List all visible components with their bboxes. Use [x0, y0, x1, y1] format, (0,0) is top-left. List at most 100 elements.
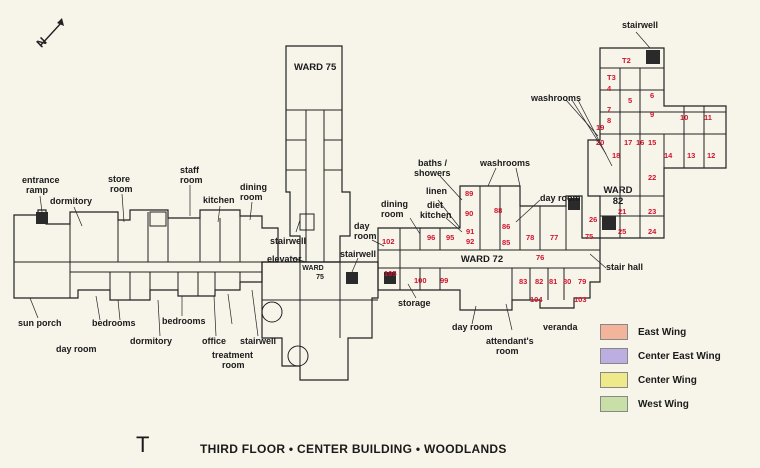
label-day-room-ce-bottom: day room — [452, 322, 493, 332]
east-wing-outline — [587, 47, 727, 239]
room-104: 104 — [530, 295, 543, 304]
center-wing-south-outline — [261, 261, 379, 381]
label-stairwell-east: stairwell — [622, 20, 658, 30]
room-90: 90 — [465, 209, 473, 218]
room-75: 75 — [585, 232, 593, 241]
label-sun-porch: sun porch — [18, 318, 62, 328]
label-diet-kitchen-2: kitchen — [420, 210, 452, 220]
label-stairwell-center2: stairwell — [340, 249, 376, 259]
label-elevator: elevator — [267, 254, 302, 264]
room-17: 17 — [624, 138, 632, 147]
label-day-room-center-2: room — [354, 231, 377, 241]
label-bedrooms-2: bedrooms — [162, 316, 206, 326]
legend-label-center-east: Center East Wing — [638, 350, 721, 362]
room-10: 10 — [680, 113, 688, 122]
label-day-room-ce: day room — [540, 193, 581, 203]
room-77: 77 — [550, 233, 558, 242]
label-stairwell-bottom: stairwell — [240, 336, 276, 346]
annotation-labels: entrance ramp dormitory store room staff… — [18, 20, 658, 370]
room-99: 99 — [440, 276, 448, 285]
room-79: 79 — [578, 277, 586, 286]
legend-swatch-east — [600, 324, 628, 340]
label-diet-kitchen-1: diet — [427, 200, 443, 210]
room-26: 26 — [589, 215, 597, 224]
label-treatment-room-2: room — [222, 360, 245, 370]
legend-item-center-east-wing: Center East Wing — [600, 344, 721, 368]
room-91: 91 — [466, 227, 474, 236]
label-attendants-room-2: room — [496, 346, 519, 356]
label-staff-room-2: room — [180, 175, 203, 185]
label-treatment-room-1: treatment — [212, 350, 253, 360]
label-veranda: veranda — [543, 322, 579, 332]
label-entrance-ramp-1: entrance — [22, 175, 60, 185]
room-15: 15 — [648, 138, 656, 147]
room-83: 83 — [519, 277, 527, 286]
room-21: 21 — [618, 207, 626, 216]
label-store-room-1: store — [108, 174, 130, 184]
label-staff-room-1: staff — [180, 165, 200, 175]
label-dining-room-ce-1: dining — [381, 199, 408, 209]
label-dining-room-west-1: dining — [240, 182, 267, 192]
room-76: 76 — [536, 253, 544, 262]
ward-82-label-line2: 82 — [613, 196, 624, 207]
legend-label-west: West Wing — [638, 398, 689, 410]
label-kitchen-west: kitchen — [203, 195, 235, 205]
legend-item-east-wing: East Wing — [600, 320, 721, 344]
north-label: N — [34, 34, 50, 50]
label-dining-room-ce-2: room — [381, 209, 404, 219]
room-25: 25 — [618, 227, 626, 236]
room-9: 9 — [650, 110, 654, 119]
label-entrance-ramp-2: ramp — [26, 185, 49, 195]
room-8: 8 — [607, 116, 611, 125]
room-T3: T3 — [607, 73, 616, 82]
room-86: 86 — [502, 222, 510, 231]
legend-swatch-center — [600, 372, 628, 388]
label-storage: storage — [398, 298, 431, 308]
label-day-room-west: day room — [56, 344, 97, 354]
room-78: 78 — [526, 233, 534, 242]
leader-lines — [29, 31, 651, 337]
legend-label-center: Center Wing — [638, 374, 697, 386]
label-washrooms-east: washrooms — [530, 93, 581, 103]
room-4: 4 — [607, 84, 612, 93]
ward-72-label: WARD 72 — [461, 254, 503, 265]
room-100: 100 — [414, 276, 427, 285]
label-office: office — [202, 336, 226, 346]
room-6: 6 — [650, 91, 654, 100]
room-18: 18 — [612, 151, 620, 160]
room-85: 85 — [502, 238, 510, 247]
label-washrooms-ce: washrooms — [479, 158, 530, 168]
west-wing — [13, 209, 279, 301]
label-stairwell-center: stairwell — [270, 236, 306, 246]
center-wing-north-outline — [285, 45, 351, 263]
label-linen: linen — [426, 186, 447, 196]
room-80: 80 — [563, 277, 571, 286]
room-105: 105 — [384, 269, 397, 278]
room-82: 82 — [535, 277, 543, 286]
room-T2: T2 — [622, 56, 631, 65]
room-89: 89 — [465, 189, 473, 198]
label-baths-showers-2: showers — [414, 168, 451, 178]
label-dormitory-top: dormitory — [50, 196, 92, 206]
ward-82-label-line1: WARD — [603, 185, 632, 196]
room-92: 92 — [466, 237, 474, 246]
room-96: 96 — [427, 233, 435, 242]
ward-75-mid-label-line2: 75 — [316, 274, 324, 281]
floor-letter: T — [136, 432, 150, 457]
center-east-room-numbers: 89 90 88 91 92 86 85 96 95 102 105 100 9… — [382, 189, 587, 304]
legend-swatch-west — [600, 396, 628, 412]
east-wing-room-numbers: T2 T3 4 5 6 7 8 9 10 11 19 20 17 16 15 1… — [585, 56, 715, 241]
room-19: 19 — [596, 123, 604, 132]
label-dormitory-bottom: dormitory — [130, 336, 172, 346]
center-east-wing-outline — [377, 185, 601, 311]
legend-label-east: East Wing — [638, 326, 687, 338]
legend-item-west-wing: West Wing — [600, 392, 721, 416]
label-dining-room-west-2: room — [240, 192, 263, 202]
room-11: 11 — [704, 113, 712, 122]
legend-swatch-center-east — [600, 348, 628, 364]
room-22: 22 — [648, 173, 656, 182]
entrance-ramp-block — [36, 212, 48, 224]
label-day-room-center-1: day — [354, 221, 370, 231]
north-arrow-icon: N — [34, 18, 64, 50]
